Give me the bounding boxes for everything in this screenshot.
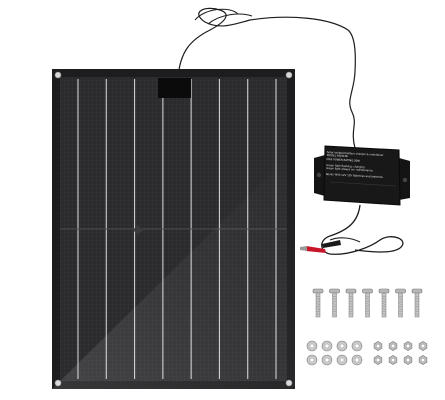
bolt-set	[312, 288, 423, 318]
washer	[321, 340, 333, 352]
battery-clip-black	[322, 240, 341, 248]
bolt	[362, 288, 373, 318]
panel-cable	[177, 7, 356, 149]
mounting-hole	[285, 71, 293, 79]
bolt	[345, 288, 357, 318]
nut-set	[373, 341, 428, 365]
washer	[306, 340, 318, 352]
controller-label-text: Solar Isolated battery charger & maintai…	[326, 151, 399, 181]
output-cable	[321, 204, 404, 255]
nut	[388, 341, 398, 351]
solar-panel	[52, 69, 295, 389]
nut	[418, 355, 428, 365]
washer	[351, 340, 363, 352]
washer	[336, 340, 348, 352]
nut	[418, 341, 428, 351]
battery-clip-red	[300, 246, 326, 253]
washer-set	[306, 340, 363, 366]
nut	[403, 341, 413, 351]
washer	[306, 354, 318, 366]
nut	[373, 355, 383, 365]
washer	[336, 354, 348, 366]
bolt	[312, 288, 324, 318]
nut	[403, 355, 413, 365]
washer	[321, 354, 333, 366]
bolt	[411, 288, 423, 318]
nut	[388, 355, 398, 365]
nut	[373, 341, 383, 351]
bolt	[378, 288, 390, 318]
bolt	[329, 288, 340, 318]
bolt	[395, 288, 406, 318]
junction-box	[158, 78, 191, 98]
mounting-hole	[54, 71, 62, 79]
charge-controller	[314, 145, 410, 206]
washer	[351, 354, 363, 366]
